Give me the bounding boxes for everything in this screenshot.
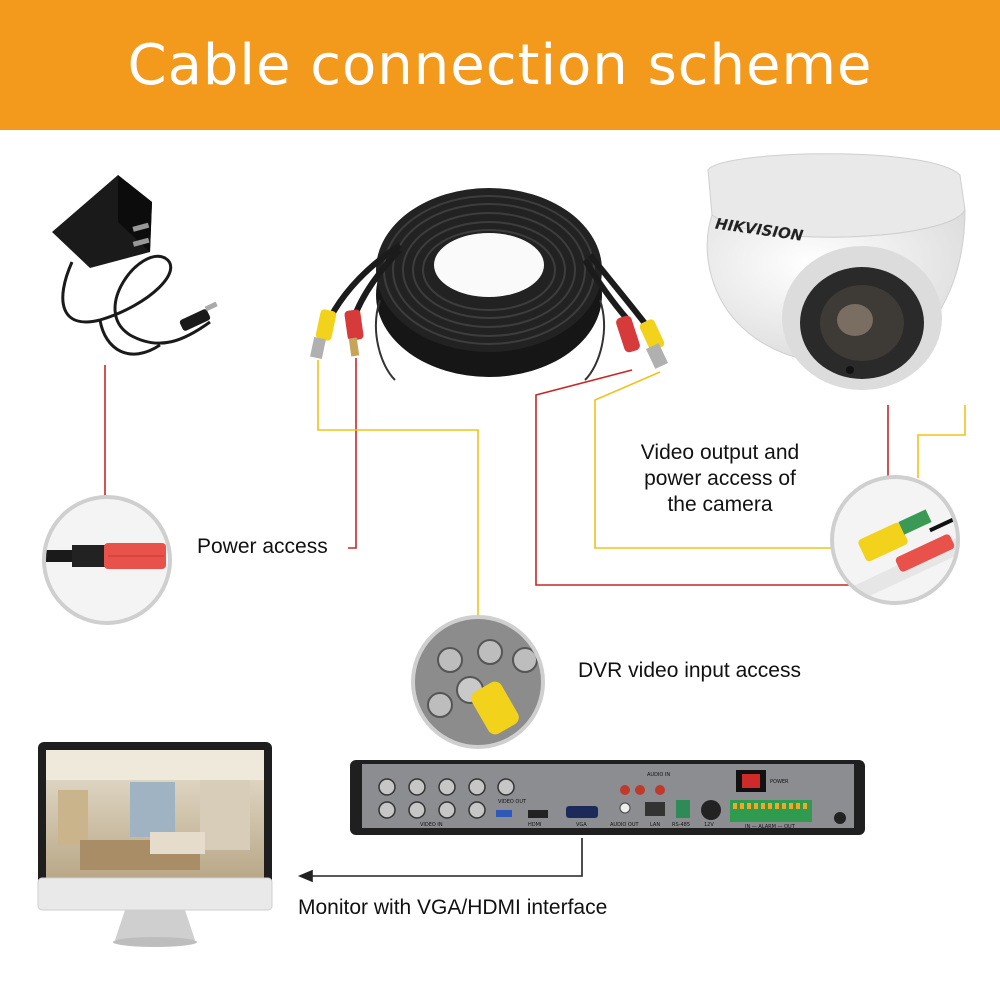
cable-coil-image (310, 188, 668, 381)
label-camera-output-line-3: the camera (667, 493, 773, 516)
video-line-cable (317, 360, 479, 617)
dvr-label-audio-out: AUDIO OUT (610, 822, 640, 828)
vga-line-monitor (297, 838, 583, 883)
page-title: Cable connection scheme (127, 32, 873, 98)
video-line-camera (594, 371, 966, 549)
power-adapter-image (52, 175, 218, 356)
dvr-label-rs485: RS-485 (672, 822, 690, 828)
dvr-recorder-image: VIDEO IN VIDEO OUT HDMI VGA AUDIO IN AUD… (350, 760, 865, 835)
dvr-label-power: POWER (770, 779, 789, 785)
dvr-label-hdmi: HDMI (528, 822, 541, 828)
power-line-cable (348, 358, 357, 549)
monitor-image (37, 742, 273, 947)
label-monitor: Monitor with VGA/HDMI interface (298, 896, 608, 919)
dvr-label-12v: 12V (704, 822, 714, 828)
dvr-label-vga: VGA (576, 822, 587, 828)
dvr-label-alarm: IN — ALARM — OUT (745, 824, 796, 830)
label-power-access: Power access (197, 535, 328, 558)
dvr-label-video-in: VIDEO IN (420, 822, 443, 828)
dvr-label-video-out: VIDEO OUT (498, 799, 527, 805)
label-dvr-input: DVR video input access (578, 659, 801, 682)
dvr-bnc-detail (411, 615, 545, 749)
power-plug-detail (42, 495, 172, 625)
title-banner: Cable connection scheme (0, 0, 1000, 130)
dvr-label-lan: LAN (650, 822, 660, 828)
dvr-label-audio-in: AUDIO IN (647, 772, 670, 778)
label-camera-output-line-1: Video output and (640, 441, 800, 464)
camera-connector-detail (830, 475, 960, 605)
label-camera-output-line-2: power access of (644, 467, 796, 490)
label-camera-output: Video output and power access of the cam… (610, 440, 830, 518)
dome-camera-image: HIKVISION (706, 153, 966, 390)
